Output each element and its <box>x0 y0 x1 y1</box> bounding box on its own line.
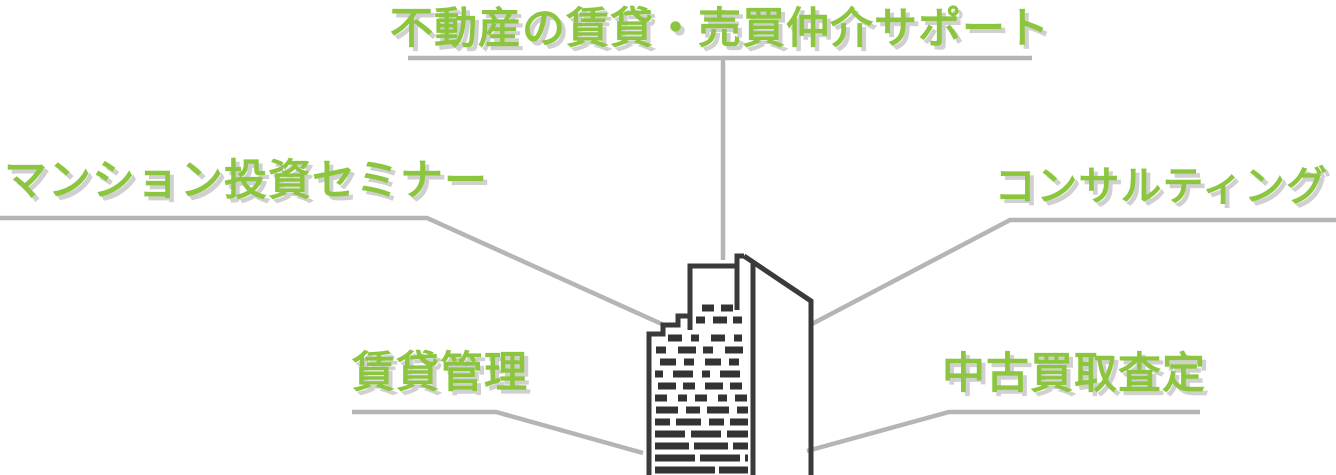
label-rental-management: 賃貸管理 <box>352 349 528 397</box>
label-consulting: コンサルティング <box>994 163 1328 209</box>
apartment-building-icon <box>646 253 814 475</box>
bottom-right-connector-line <box>806 409 1200 454</box>
label-used-purchase-appraisal: 中古買取査定 <box>942 350 1206 398</box>
label-brokerage-support: 不動産の賃貸・売買仲介サポート <box>390 5 1050 53</box>
connector-lines <box>0 55 1336 456</box>
label-investment-seminar: マンション投資セミナー <box>4 157 488 205</box>
bottom-left-connector-line <box>352 409 644 456</box>
right-connector-line <box>808 217 1336 327</box>
left-connector-line <box>0 215 665 328</box>
